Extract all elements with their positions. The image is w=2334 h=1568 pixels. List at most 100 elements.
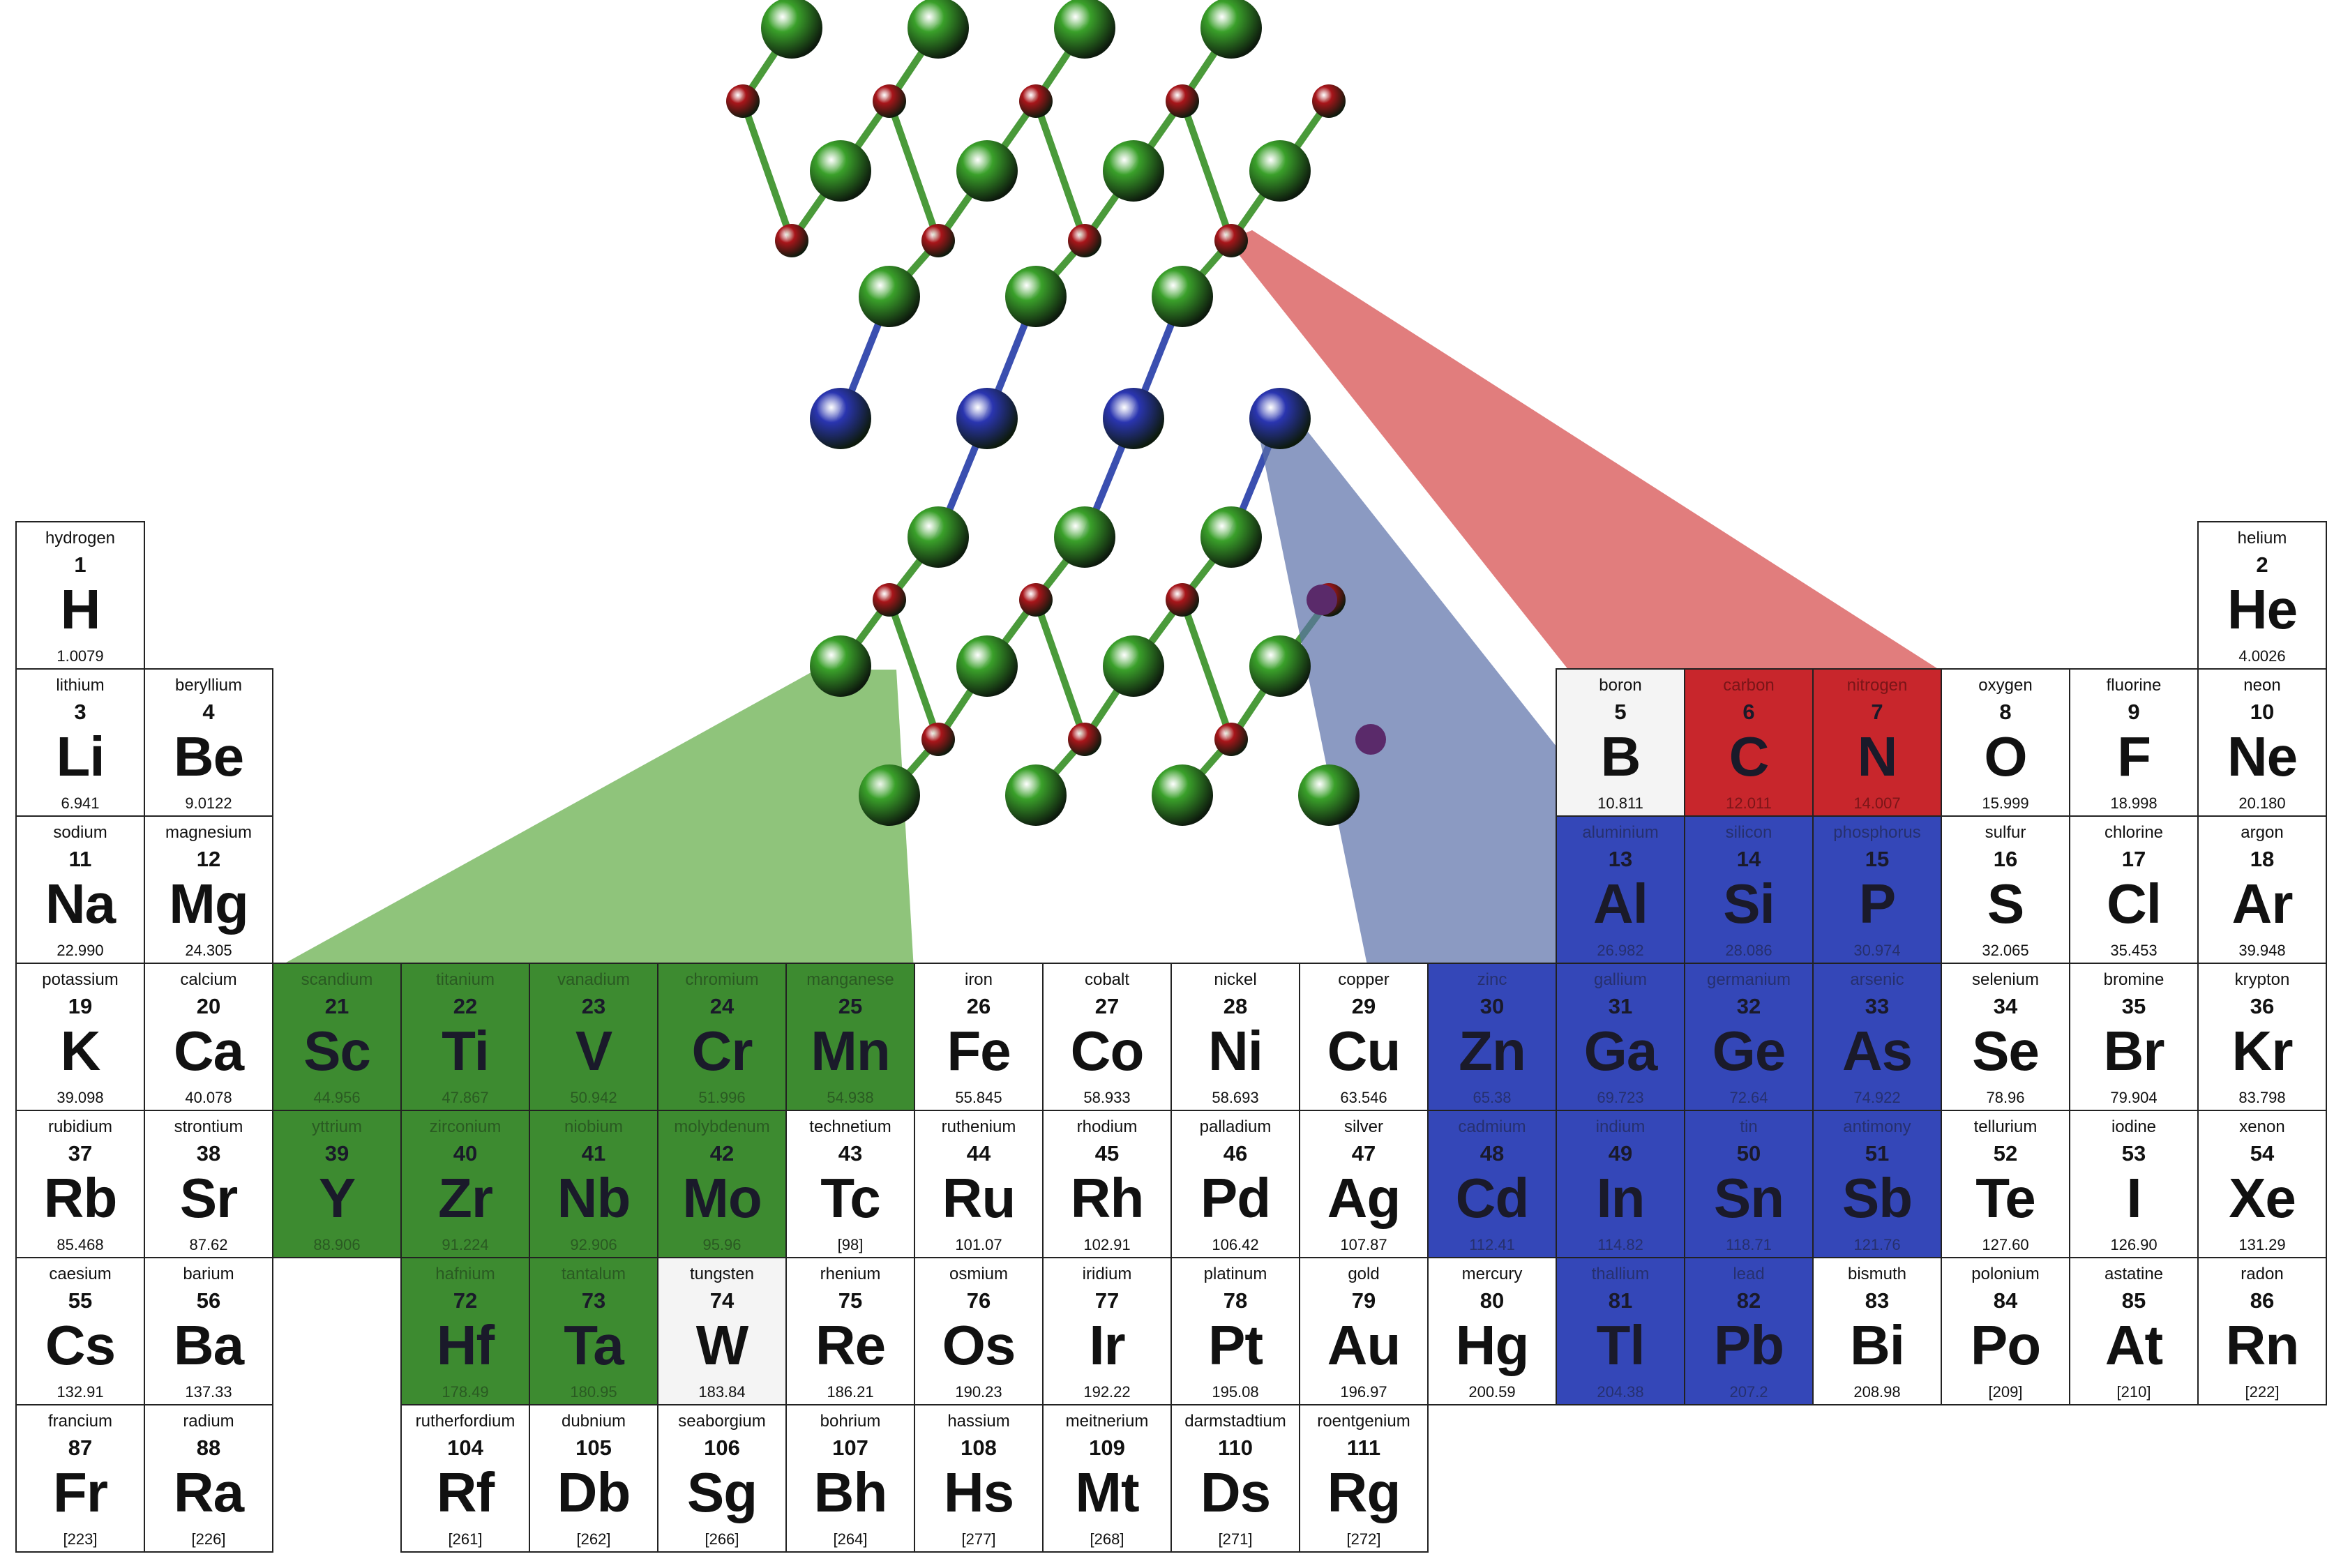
element-name: thallium [1591, 1265, 1650, 1283]
atomic-number: 54 [2250, 1141, 2275, 1166]
element-name: roentgenium [1317, 1412, 1410, 1431]
atomic-number: 85 [2121, 1288, 2146, 1313]
element-name: polonium [1971, 1265, 2040, 1283]
atomic-mass: 12.011 [1726, 794, 1772, 812]
element-symbol: Sg [686, 1461, 758, 1523]
atomic-mass: 196.97 [1340, 1383, 1387, 1401]
atomic-number: 107 [832, 1435, 868, 1460]
element-name: bromine [2103, 970, 2164, 989]
element-name: rutherfordium [415, 1412, 515, 1431]
atomic-mass: 39.948 [2238, 942, 2286, 959]
element-name: lead [1733, 1265, 1765, 1283]
atomic-mass: 35.453 [2110, 942, 2158, 959]
element-symbol: Po [1970, 1314, 2041, 1376]
atomic-mass: 50.942 [570, 1089, 617, 1106]
atomic-number: 8 [1999, 700, 2012, 724]
atomic-number: 29 [1351, 994, 1376, 1018]
element-symbol: Ni [1208, 1020, 1263, 1082]
element-symbol: Co [1070, 1020, 1145, 1082]
atomic-mass: 92.906 [570, 1236, 617, 1253]
atomic-number: 27 [1094, 994, 1120, 1018]
atomic-mass: 91.224 [442, 1236, 489, 1253]
atomic-number: 77 [1094, 1288, 1120, 1313]
element-symbol: Pb [1713, 1314, 1784, 1376]
atomic-number: 15 [1865, 847, 1890, 871]
atomic-mass: 9.0122 [185, 794, 232, 812]
element-name: bohrium [820, 1412, 881, 1431]
atomic-mass: 6.941 [61, 794, 100, 812]
element-symbol: Db [557, 1461, 631, 1523]
element-name: dubnium [561, 1412, 626, 1431]
element-symbol: C [1729, 725, 1770, 787]
element-symbol: Al [1593, 873, 1648, 935]
atomic-mass: 178.49 [442, 1383, 489, 1401]
atomic-mass: 131.29 [2238, 1236, 2286, 1253]
atomic-number: 26 [966, 994, 991, 1018]
atomic-number: 73 [581, 1288, 606, 1313]
element-name: selenium [1971, 970, 2040, 989]
element-name: tungsten [689, 1265, 755, 1283]
atomic-mass: 72.64 [1729, 1089, 1768, 1106]
atomic-number: 110 [1217, 1435, 1253, 1460]
atomic-number: 21 [324, 994, 349, 1018]
element-name: xenon [2239, 1117, 2285, 1136]
atomic-number: 28 [1223, 994, 1248, 1018]
element-name: technetium [809, 1117, 891, 1136]
atomic-mass: 186.21 [827, 1383, 874, 1401]
element-name: germanium [1706, 970, 1791, 989]
atomic-mass: 79.904 [2110, 1089, 2158, 1106]
atomic-number: 36 [2250, 994, 2275, 1018]
element-name: manganese [806, 970, 894, 989]
element-name: seaborgium [678, 1412, 766, 1431]
atomic-number: 39 [324, 1141, 349, 1166]
atomic-number: 52 [1993, 1141, 2018, 1166]
element-name: rhodium [1076, 1117, 1138, 1136]
element-symbol: B [1600, 725, 1641, 787]
element-symbol: Fr [53, 1461, 108, 1523]
element-symbol: V [575, 1020, 612, 1082]
atomic-number: 14 [1736, 847, 1761, 871]
atomic-mass: 63.546 [1340, 1089, 1387, 1106]
element-symbol: N [1857, 725, 1898, 787]
element-symbol: Ne [2227, 725, 2298, 787]
element-name: antimony [1843, 1117, 1911, 1136]
atomic-number: 34 [1993, 994, 2018, 1018]
element-symbol: Sc [303, 1020, 371, 1082]
element-symbol: Re [815, 1314, 886, 1376]
atomic-number: 105 [575, 1435, 612, 1460]
atomic-mass: 192.22 [1083, 1383, 1131, 1401]
element-name: iodine [2111, 1117, 2157, 1136]
atomic-mass: 18.998 [2110, 794, 2158, 812]
element-symbol: Mg [169, 873, 249, 935]
element-name: zinc [1477, 970, 1507, 989]
element-name: zirconium [429, 1117, 502, 1136]
element-symbol: In [1596, 1167, 1645, 1229]
atomic-number: 47 [1351, 1141, 1376, 1166]
atomic-number: 19 [68, 994, 93, 1018]
atomic-mass: 107.87 [1340, 1236, 1387, 1253]
atomic-number: 43 [838, 1141, 863, 1166]
element-symbol: Ru [942, 1167, 1016, 1229]
atomic-mass: [264] [833, 1530, 868, 1548]
element-symbol: Pt [1208, 1314, 1263, 1376]
atomic-mass: 74.922 [1853, 1089, 1901, 1106]
